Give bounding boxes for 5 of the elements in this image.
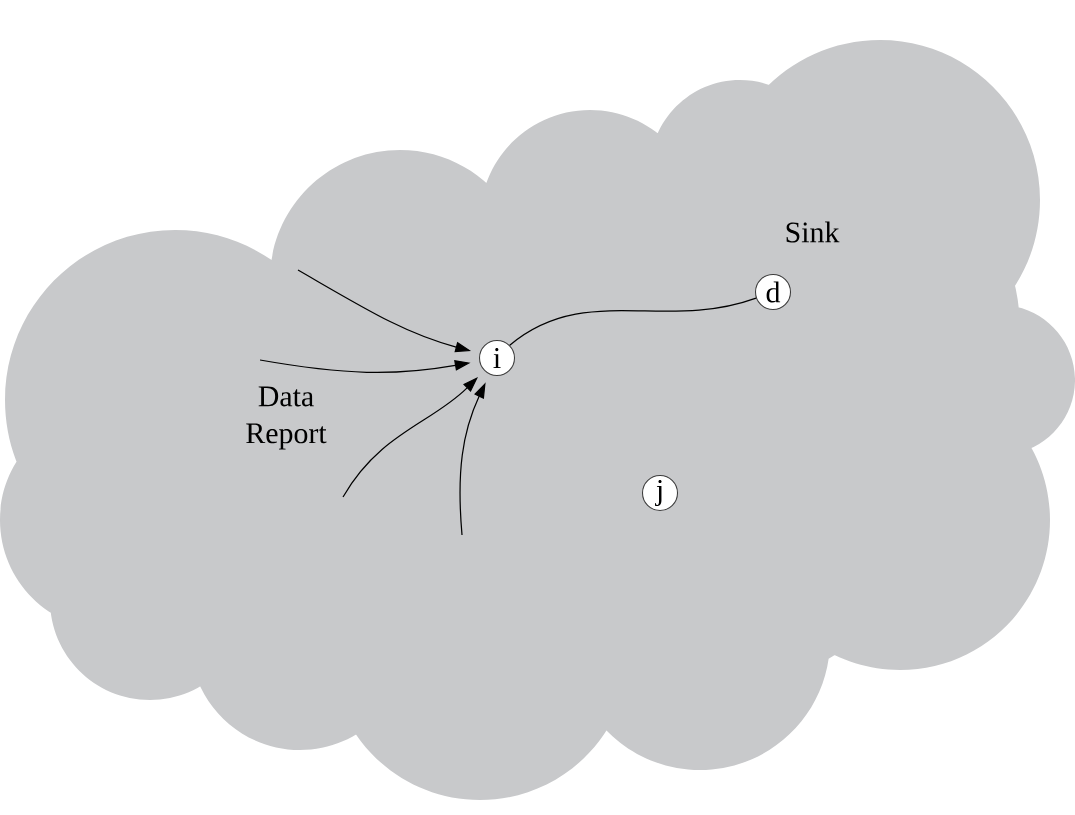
node-caption: Sink (786, 221, 840, 243)
connector-line (509, 297, 757, 346)
cloud-shape (0, 40, 1075, 800)
arrow (342, 377, 478, 498)
text-label: Data Report (246, 386, 327, 450)
